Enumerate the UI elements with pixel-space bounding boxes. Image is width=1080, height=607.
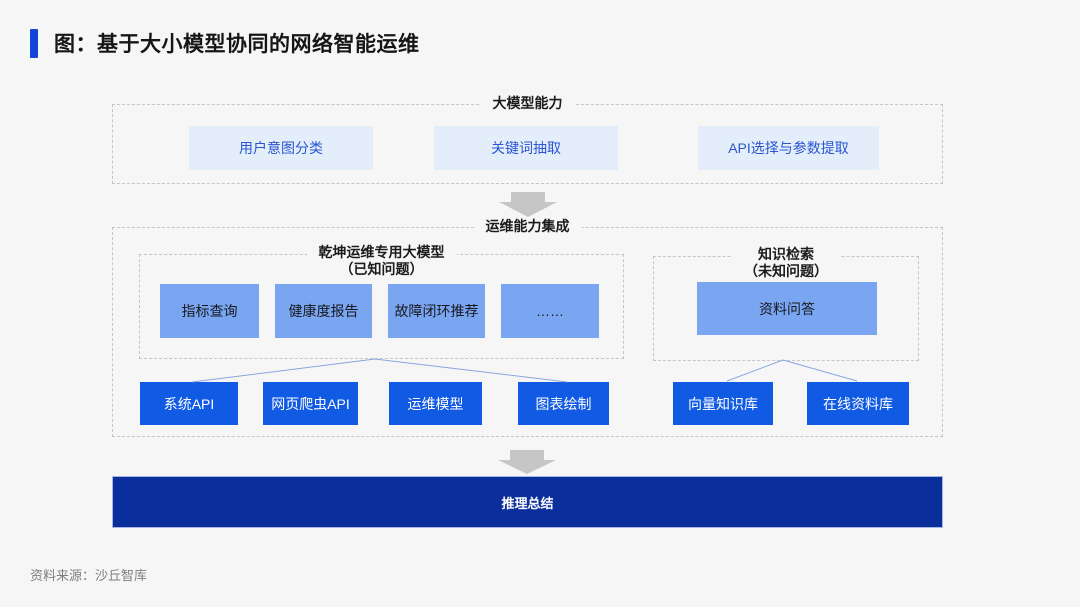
source-note: 资料来源：沙丘智库	[30, 568, 148, 583]
down-arrow-icon	[499, 192, 557, 217]
title-accent-bar	[30, 29, 38, 58]
dedicated-model-title: 乾坤运维专用大模型	[318, 244, 445, 260]
resource-ops-model-box: 运维模型	[389, 382, 482, 425]
knowledge-retrieval-title: 知识检索	[758, 246, 814, 262]
capability-metric-query-box: 指标查询	[160, 284, 259, 338]
capability-health-report-box: 健康度报告	[275, 284, 372, 338]
resource-system-api-box: 系统API	[140, 382, 238, 425]
reasoning-summary-bar: 推理总结	[112, 476, 943, 528]
capability-user-intent-box: 用户意图分类	[189, 126, 373, 170]
resource-chart-drawing-box: 图表绘制	[518, 382, 609, 425]
ops-integration-label: 运维能力集成	[473, 218, 582, 235]
large-model-capabilities-group: 大模型能力 用户意图分类 关键词抽取 API选择与参数提取	[112, 95, 943, 184]
ops-integration-group: 运维能力集成 乾坤运维专用大模型 （已知问题） 指标查询 健康度报告 故障闭环推…	[112, 218, 943, 437]
resource-web-crawler-api-box: 网页爬虫API	[263, 382, 358, 425]
capability-fault-loop-box: 故障闭环推荐	[388, 284, 485, 338]
capability-api-selection-box: API选择与参数提取	[698, 126, 879, 170]
knowledge-retrieval-subtitle: （未知问题）	[744, 263, 828, 279]
knowledge-retrieval-label: 知识检索 （未知问题）	[732, 246, 840, 280]
capability-keyword-extraction-box: 关键词抽取	[434, 126, 618, 170]
dedicated-model-label: 乾坤运维专用大模型 （已知问题）	[306, 244, 457, 278]
knowledge-retrieval-subgroup: 知识检索 （未知问题） 资料问答	[653, 246, 919, 361]
capability-doc-qa-box: 资料问答	[697, 282, 877, 335]
dedicated-model-subgroup: 乾坤运维专用大模型 （已知问题） 指标查询 健康度报告 故障闭环推荐 ……	[139, 244, 624, 359]
down-arrow-icon	[498, 450, 556, 474]
capability-ellipsis-box: ……	[501, 284, 599, 338]
resource-online-docs-box: 在线资料库	[807, 382, 909, 425]
large-model-capabilities-label: 大模型能力	[480, 95, 575, 112]
page-title: 图：基于大小模型协同的网络智能运维	[54, 33, 420, 56]
resource-vector-kb-box: 向量知识库	[673, 382, 773, 425]
dedicated-model-subtitle: （已知问题）	[339, 261, 424, 277]
